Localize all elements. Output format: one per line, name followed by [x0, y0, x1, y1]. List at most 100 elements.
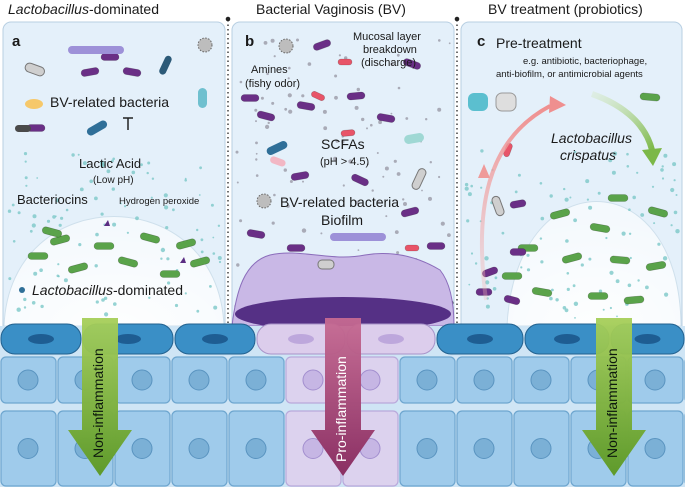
- microbe-dot: [344, 56, 348, 60]
- microbe-dot: [464, 182, 469, 187]
- panel-c-microbes: [468, 92, 517, 217]
- microbe-dot: [612, 151, 618, 156]
- microbe-dot: [673, 179, 676, 182]
- microbe-dot: [357, 249, 360, 252]
- epithelial-nucleus: [17, 369, 39, 391]
- microbe-dot: [361, 117, 365, 122]
- microbe-dot: [588, 205, 593, 210]
- microbe-dot: [429, 161, 432, 164]
- microbe-dot: [12, 240, 16, 243]
- microbe-dot: [651, 185, 655, 188]
- microbe-dot: [307, 62, 312, 66]
- lactobacillus-rod: [587, 292, 609, 300]
- epithelial-nucleus: [188, 438, 210, 459]
- microbe-dot: [366, 163, 369, 166]
- microbe-dot: [56, 274, 60, 278]
- microbe-dot: [255, 158, 258, 161]
- microbe-dot: [645, 285, 649, 290]
- microbe-dot: [287, 77, 290, 80]
- microbe-dot: [539, 182, 543, 185]
- lactobacillus-rod: [647, 206, 669, 218]
- microbe-dot: [574, 317, 576, 319]
- microbe-dot: [661, 177, 665, 180]
- microbe-dot: [196, 309, 200, 313]
- microbe-dot: [464, 186, 469, 191]
- microbe-dot: [196, 228, 199, 232]
- microbe-dot: [54, 215, 57, 218]
- panel-c-species-2: crispatus: [560, 147, 617, 163]
- microbe-dot: [540, 260, 544, 264]
- microbe-dot: [526, 268, 531, 272]
- microbe-dot: [271, 221, 275, 225]
- header-c: BV treatment (probiotics): [488, 1, 643, 17]
- epithelial-nucleus: [473, 369, 495, 391]
- bv-bacterium-rod: [286, 244, 306, 252]
- microbe-dot: [39, 268, 43, 273]
- microbe-dot: [46, 219, 51, 223]
- microbe-dot: [563, 187, 566, 191]
- microbe-dot: [209, 285, 212, 288]
- microbe-dot: [377, 201, 380, 203]
- microbe-dot: [148, 296, 151, 299]
- bv-bacterium-rod: [240, 94, 260, 102]
- bv-bacterium-rod: [346, 91, 366, 101]
- microbe-dot: [273, 55, 276, 58]
- microbe-dot: [653, 222, 656, 225]
- microbe-dot: [376, 152, 379, 154]
- apical-epithelial-layer: [0, 323, 685, 355]
- microbe-dot: [334, 95, 338, 100]
- microbe-dot: [628, 232, 632, 235]
- microbe-dot: [267, 121, 270, 125]
- microbe-dot: [301, 94, 305, 98]
- epithelial-nucleus: [302, 369, 324, 391]
- apical-nucleus: [202, 334, 228, 344]
- microbe-dot: [366, 127, 368, 130]
- microbe-dot: [605, 236, 608, 240]
- microbe-dot: [57, 263, 60, 266]
- microbe-dot: [112, 222, 117, 227]
- epithelial-nucleus: [530, 369, 552, 391]
- bv-bacterium-rod: [246, 229, 266, 239]
- microbe-dot: [526, 253, 530, 257]
- lactobacillus-rod: [159, 270, 181, 278]
- microbe-dot: [371, 189, 374, 192]
- microbe-dot: [100, 160, 105, 165]
- microbe-dot: [217, 224, 221, 227]
- lactobacillus-rod: [561, 252, 583, 264]
- microbe-dot: [673, 210, 678, 215]
- lactobacillus-rod: [623, 295, 645, 305]
- microbe-dot: [335, 140, 339, 143]
- microbe-dot: [23, 152, 28, 156]
- apical-nucleus: [634, 334, 661, 344]
- panel-b-mucosal-1: Mucosal layer: [353, 31, 421, 43]
- bv-bacterium-rod: [403, 58, 421, 70]
- microbe-dot: [569, 196, 572, 199]
- microbe-dot: [16, 307, 21, 312]
- header-a-rest: -dominated: [88, 1, 159, 17]
- microbe-dot: [549, 296, 553, 301]
- microbe-dot: [428, 196, 432, 201]
- pink-bacterium-rod: [311, 91, 325, 101]
- microbe-dot: [94, 264, 98, 268]
- microbe-dot: [517, 173, 521, 177]
- lactobacillus-rod: [41, 226, 63, 238]
- microbe-dot: [8, 277, 12, 281]
- lactobacillus-rod: [175, 238, 197, 250]
- panel-a-hydrogen-peroxide: Hydrogen peroxide: [119, 196, 200, 207]
- microbe-dot: [199, 166, 203, 170]
- microbe-dot: [217, 256, 222, 260]
- microbe-dot: [467, 192, 472, 197]
- panel-b-biofilm: [231, 252, 455, 331]
- lactobacillus-rod: [501, 272, 523, 280]
- microbe-dot: [342, 184, 345, 187]
- microbe-dot: [212, 252, 216, 255]
- microbe-dot: [77, 153, 80, 156]
- microbe-dot: [58, 223, 62, 227]
- epithelial-nucleus: [473, 438, 495, 459]
- microbe-dot: [131, 170, 136, 175]
- microbe-dot: [663, 153, 668, 158]
- microbe-dot: [79, 187, 84, 192]
- panel-a-bv-bacteria: BV-related bacteria: [50, 94, 170, 110]
- microbe-dot: [636, 171, 639, 174]
